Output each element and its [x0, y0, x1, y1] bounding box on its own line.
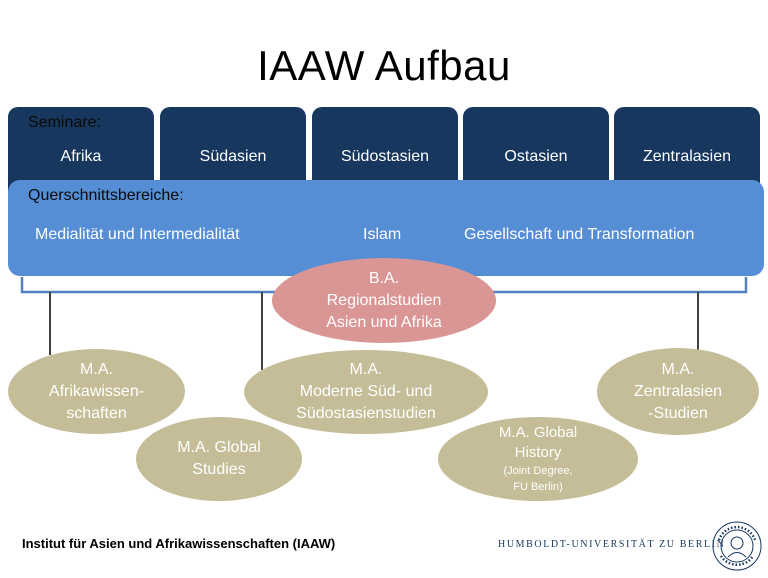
ma-global-studies-line1: M.A. Global: [177, 439, 261, 456]
ma-zentralasien-line3: -Studien: [648, 404, 708, 422]
ba-line2: Regionalstudien: [326, 291, 442, 309]
seminar-label-afrika: Afrika: [60, 148, 102, 165]
ma-zentralasien-ellipse: M.A. Zentralasien -Studien: [597, 348, 759, 435]
institute-name: Institut für Asien und Afrikawissenschaf…: [22, 536, 336, 551]
ma-global-history-ellipse: M.A. Global History (Joint Degree, FU Be…: [438, 417, 638, 501]
ma-zentralasien-line2: Zentralasien: [633, 382, 723, 400]
seminare-heading: Seminare:: [28, 114, 101, 131]
ma-global-history-note2: FU Berlin): [513, 481, 563, 493]
ma-global-studies-line2: Studies: [192, 461, 246, 478]
seminar-label-ostasien: Ostasien: [504, 148, 568, 165]
ma-afrika-ellipse: M.A. Afrikawissen- schaften: [8, 349, 185, 434]
ma-afrika-line2: Afrikawissen-: [48, 382, 145, 400]
page-title: IAAW Aufbau: [257, 42, 511, 89]
ma-global-history-note1: (Joint Degree,: [503, 465, 573, 477]
ma-moderne-ellipse: M.A. Moderne Süd- und Südostasienstudien: [244, 350, 488, 434]
ba-ellipse: B.A. Regionalstudien Asien und Afrika: [272, 258, 496, 343]
querschnitt-item-gesellschaft: Gesellschaft und Transformation: [464, 226, 695, 243]
seminar-label-zentralasien: Zentralasien: [642, 148, 732, 165]
ma-afrika-line1: M.A.: [80, 360, 113, 378]
ma-global-history-line1: M.A. Global: [498, 424, 578, 441]
ma-zentralasien-line1: M.A.: [661, 360, 695, 378]
ma-afrika-line3: schaften: [66, 404, 127, 422]
university-name: HUMBOLDT-UNIVERSITÄT ZU BERLIN: [498, 539, 726, 550]
ma-global-studies-ellipse: M.A. Global Studies: [136, 417, 302, 501]
querschnitt-item-islam: Islam: [363, 226, 402, 243]
ba-line3: Asien und Afrika: [326, 313, 442, 331]
ma-moderne-line2: Moderne Süd- und: [299, 383, 433, 400]
ba-line1: B.A.: [368, 269, 400, 287]
ma-moderne-line3: Südostasienstudien: [296, 405, 436, 422]
seminar-label-suedasien: Südasien: [199, 148, 267, 165]
ma-global-history-line2: History: [514, 444, 562, 461]
university-seal-icon: [712, 521, 762, 571]
seminar-label-suedostasien: Südostasien: [340, 148, 430, 165]
querschnitt-item-medialitaet: Medialität und Intermedialität: [35, 226, 240, 243]
querschnitt-heading: Querschnittsbereiche:: [28, 187, 184, 204]
ma-moderne-line1: M.A.: [349, 361, 383, 378]
